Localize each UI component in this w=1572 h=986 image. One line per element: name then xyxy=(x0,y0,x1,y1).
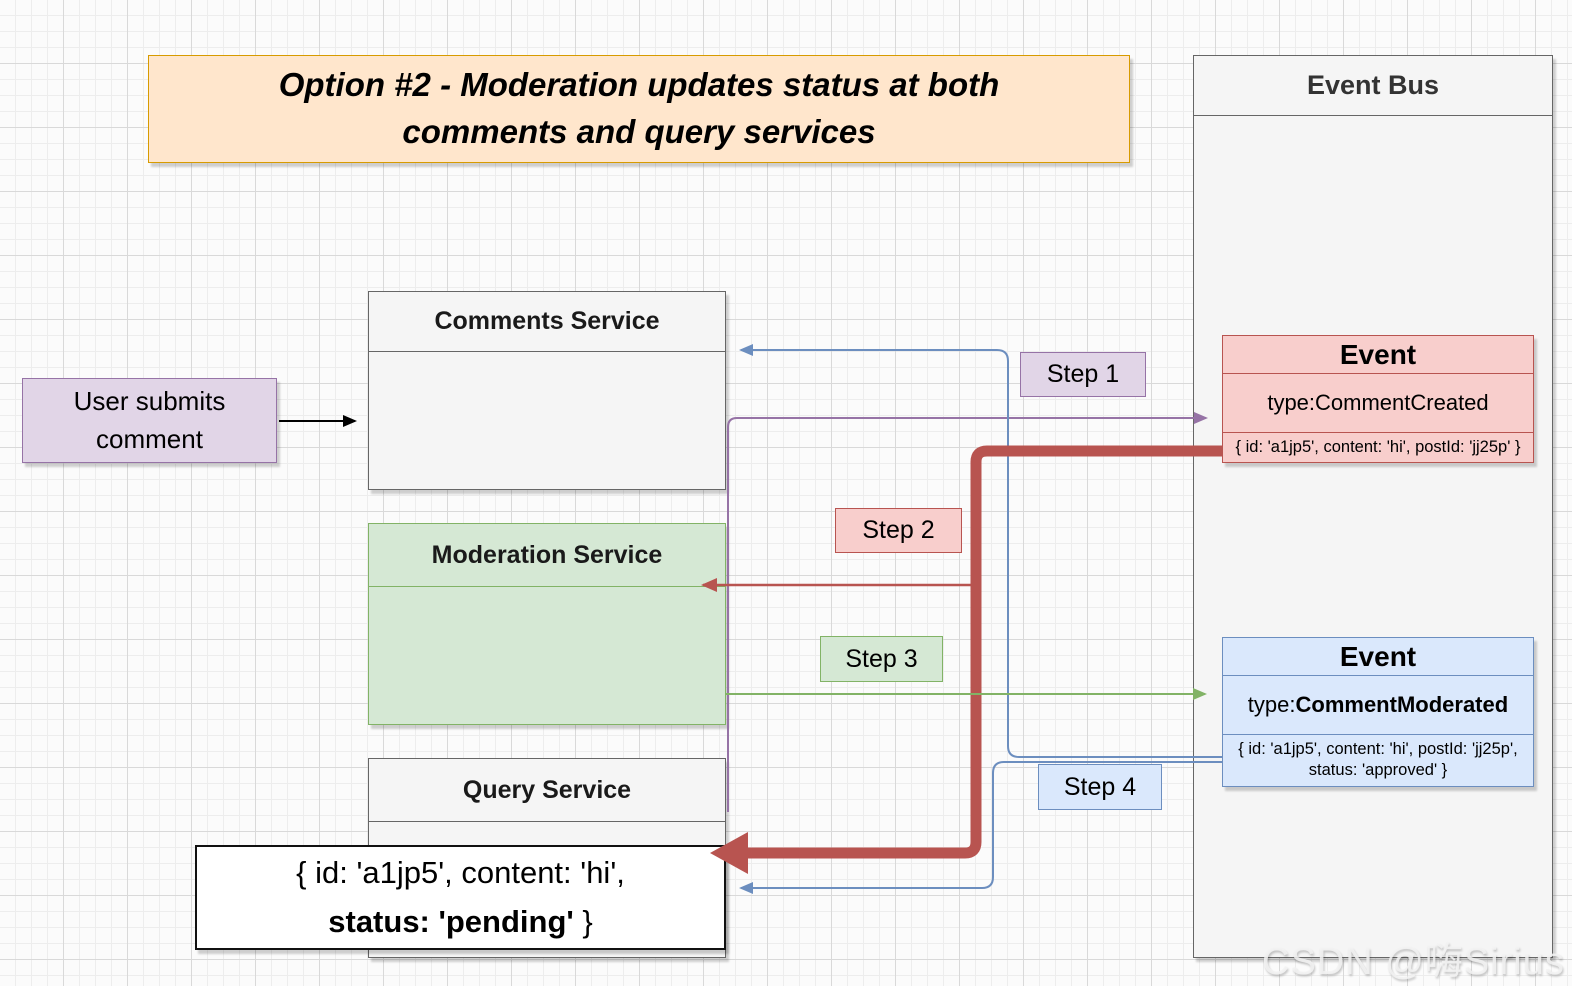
step4-label: Step 4 xyxy=(1038,764,1162,810)
diagram-title-line1: Option #2 - Moderation updates status at… xyxy=(278,66,1000,104)
event-card-comment-created: Event type: CommentCreated { id: 'a1jp5'… xyxy=(1222,335,1534,464)
comments-service-title: Comments Service xyxy=(369,292,725,352)
comments-service-box: Comments Service xyxy=(368,291,726,490)
event-moderated-title: Event xyxy=(1339,640,1417,672)
edge-event-to-query-thick xyxy=(744,445,1228,859)
step1-label: Step 1 xyxy=(1020,352,1146,397)
query-record-status: status: 'pending' xyxy=(328,903,574,939)
edge-step4-event-to-query xyxy=(739,761,1222,894)
event-card-comment-moderated: Event type: CommentModerated { id: 'a1jp… xyxy=(1222,637,1534,787)
moderation-service-box: Moderation Service xyxy=(368,523,726,725)
event-created-title: Event xyxy=(1339,338,1417,370)
diagram-title: Option #2 - Moderation updates status at… xyxy=(148,55,1130,163)
step2-label: Step 2 xyxy=(835,508,962,553)
edge-step4-event-to-comments xyxy=(739,344,1222,758)
query-record-line1: { id: 'a1jp5', content: 'hi', xyxy=(296,855,625,891)
event-created-payload: { id: 'a1jp5', content: 'hi', postId: 'j… xyxy=(1223,432,1533,462)
event-created-type: type: CommentCreated xyxy=(1223,373,1533,432)
moderation-service-title: Moderation Service xyxy=(369,524,725,587)
diagram-title-line2: comments and query services xyxy=(402,113,876,150)
query-service-title: Query Service xyxy=(369,759,725,822)
edge-step1-comments-to-event xyxy=(727,412,1208,812)
step3-label: Step 3 xyxy=(820,636,943,682)
event-moderated-payload: { id: 'a1jp5', content: 'hi', postId: 'j… xyxy=(1223,734,1533,786)
event-bus-box: Event Bus xyxy=(1193,55,1553,958)
edge-event-to-query-thick-arrowhead xyxy=(710,832,748,874)
query-record-line2: status: 'pending' } xyxy=(328,903,593,939)
user-submits-comment-box: User submits comment xyxy=(22,378,277,463)
query-record-box: { id: 'a1jp5', content: 'hi', status: 'p… xyxy=(195,845,726,950)
csdn-watermark: CSDN @嗨Sirius xyxy=(1262,941,1565,983)
event-moderated-type: type: CommentModerated xyxy=(1223,675,1533,734)
event-bus-title: Event Bus xyxy=(1194,56,1552,116)
